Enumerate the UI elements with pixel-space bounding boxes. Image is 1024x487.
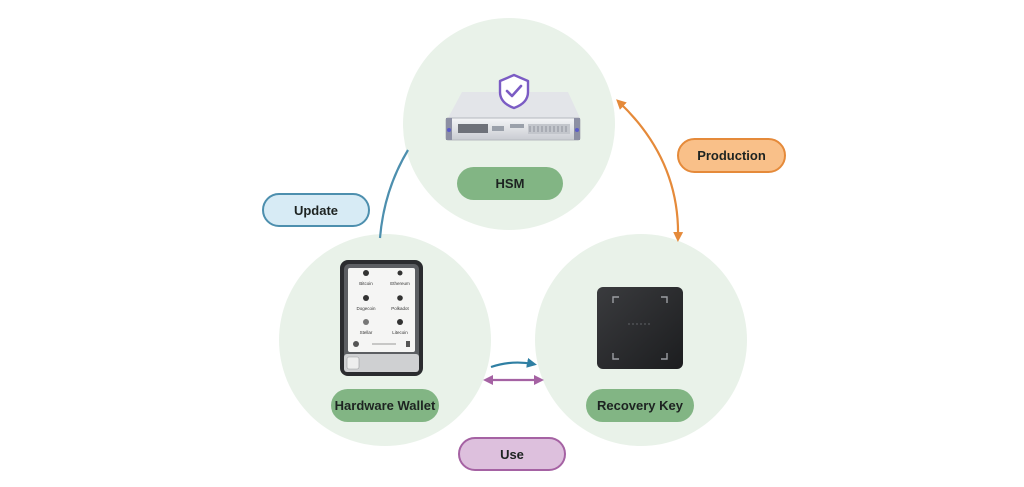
wallet-device-icon: Bitcoin Ethereum Dogecoin Polkadot Stell… [340,260,423,376]
recovery-key-label-pill: Recovery Key [586,389,694,422]
wallet-coin-label: Bitcoin [359,281,373,286]
shield-check-icon [498,73,530,110]
hsm-label: HSM [495,176,525,191]
wallet-coin-label: Polkadot [391,306,409,311]
recovery-key-label: Recovery Key [597,398,683,413]
wallet-coin-label: Dogecoin [356,306,376,311]
wallet-coin-label: Ethereum [390,281,410,286]
production-edge-pill: Production [677,138,786,173]
production-edge-label: Production [697,148,766,163]
hardware-wallet-label-pill: Hardware Wallet [331,389,439,422]
hsm-label-pill: HSM [457,167,563,200]
production-connector [616,99,684,242]
update-connector [378,149,409,239]
use-edge-label: Use [500,446,524,462]
hardware-wallet-label: Hardware Wallet [334,398,436,413]
use-edge-pill: Use [458,437,566,471]
use-arrow-right [490,357,537,369]
update-edge-pill: Update [262,193,370,227]
update-edge-label: Update [293,202,339,218]
wallet-coin-label: Stellar [360,330,373,335]
recovery-key-device-icon [597,287,683,369]
wallet-coin-label: Litecoin [392,330,408,335]
